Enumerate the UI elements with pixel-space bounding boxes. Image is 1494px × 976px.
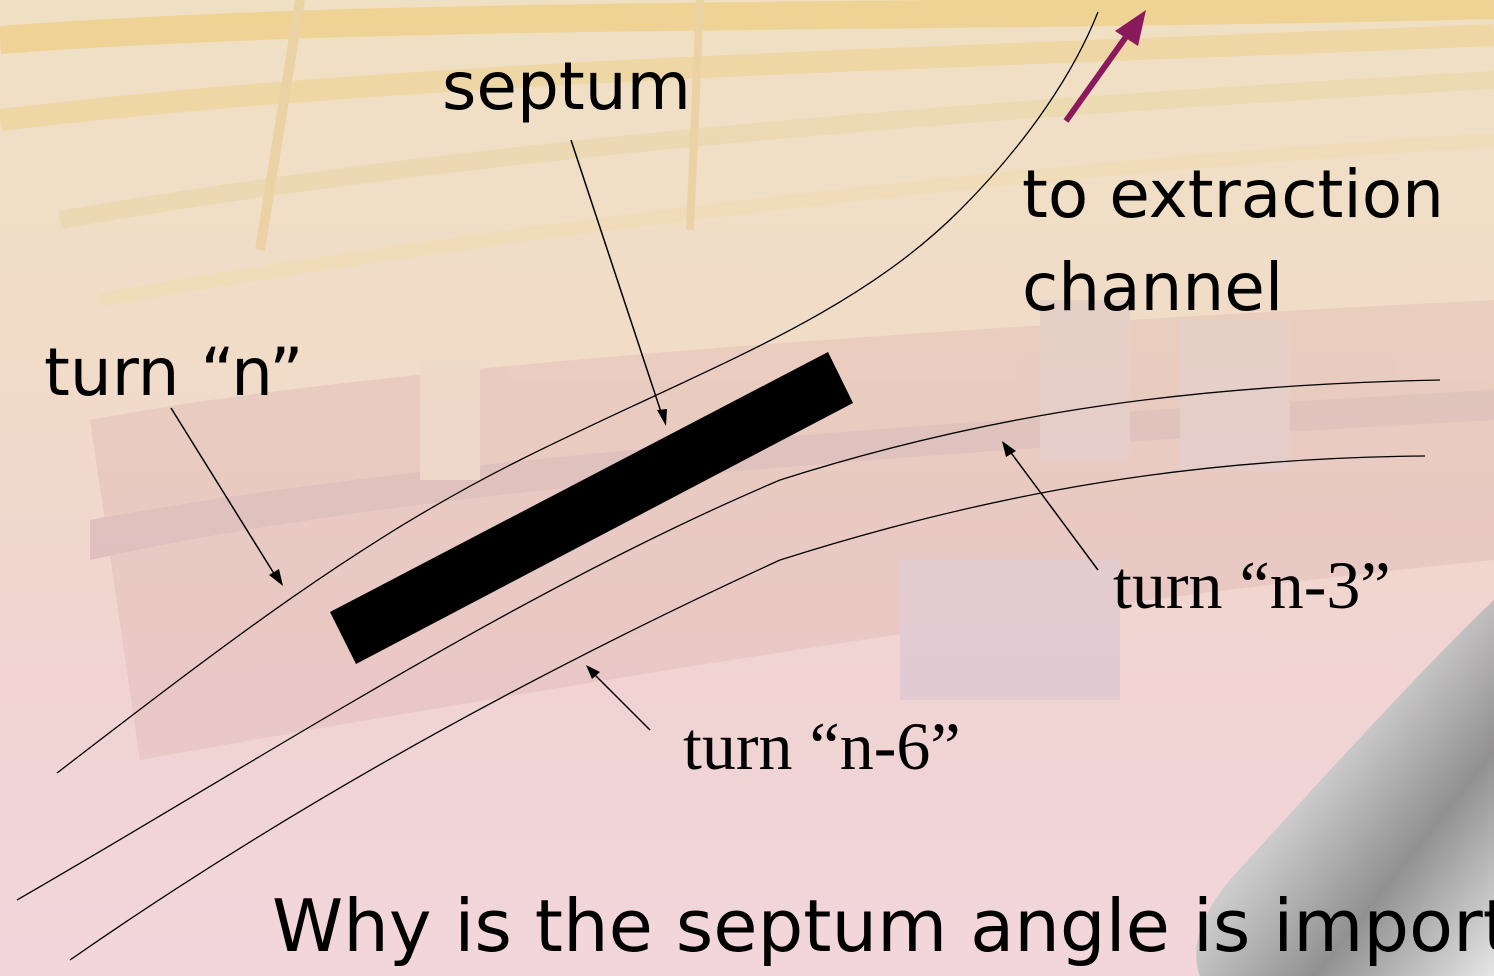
turn-n6-label: turn “n-6”	[683, 712, 961, 780]
turn-n3-label: turn “n-3”	[1113, 551, 1391, 619]
turn-n-label: turn “n”	[44, 340, 304, 406]
extraction-channel-label-line2: channel	[1022, 255, 1283, 321]
question-text: Why is the septum angle is importa	[272, 890, 1494, 962]
extraction-channel-label-line1: to extraction	[1022, 162, 1444, 228]
septum-label: septum	[442, 54, 691, 120]
